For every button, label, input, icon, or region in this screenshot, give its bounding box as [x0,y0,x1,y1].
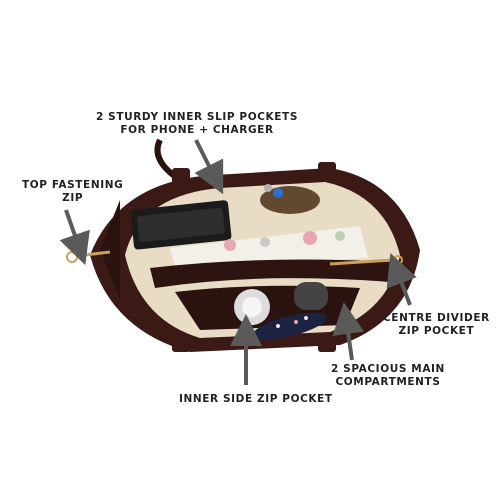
arrow-centre-divider [386,253,417,306]
centre-divider [150,259,395,288]
label-slip-pockets: 2 STURDY INNER SLIP POCKETS FOR PHONE + … [96,111,298,136]
label-centre-divider: CENTRE DIVIDER ZIP POCKET [383,312,490,337]
label-top-zip: TOP FASTENING ZIP [22,179,124,204]
label-side-zip: INNER SIDE ZIP POCKET [179,393,333,405]
arrow-main-compartments [332,302,365,361]
wallet [130,200,232,250]
bag-side-left [100,200,120,300]
label-main-compartments: 2 SPACIOUS MAIN COMPARTMENTS [331,363,445,388]
lower-compartment [175,282,360,340]
arrow-slip-pockets [194,139,224,195]
arrow-top-zip [59,209,90,266]
divider-zip [329,258,393,266]
zip-pull [66,251,78,263]
floral-notebook [170,226,368,270]
sunglasses [260,184,320,214]
